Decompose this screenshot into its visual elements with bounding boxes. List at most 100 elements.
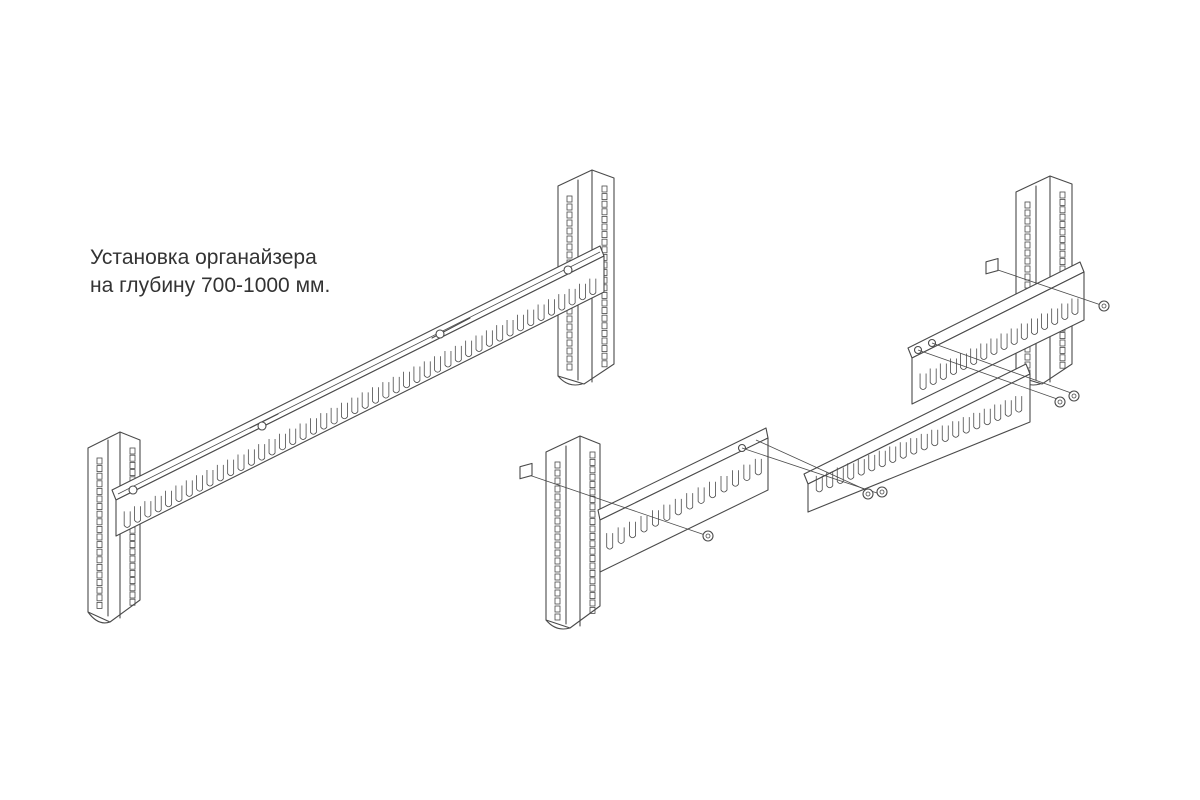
mounting-slot xyxy=(1024,217,1031,225)
cable-finger xyxy=(537,304,545,321)
mounting-slot xyxy=(96,480,103,488)
mounting-slot xyxy=(1059,198,1066,206)
cable-finger xyxy=(516,314,524,332)
mounting-slot xyxy=(1024,353,1031,361)
cable-finger xyxy=(826,471,834,489)
cable-fingers-long-installed xyxy=(123,278,597,528)
cable-finger xyxy=(743,464,751,481)
mounting-slot xyxy=(1024,249,1031,257)
cable-finger xyxy=(444,351,452,368)
cable-finger xyxy=(527,309,535,327)
mounting-slot xyxy=(566,235,573,243)
cable-finger xyxy=(1020,323,1028,340)
mounting-slot xyxy=(1059,191,1066,199)
cage-nut-icon xyxy=(985,258,999,275)
screw-icon xyxy=(862,488,874,500)
mounting-slot xyxy=(1059,354,1066,362)
cable-finger xyxy=(372,387,379,404)
organizer-rail-middle-section xyxy=(803,363,1031,513)
cable-finger xyxy=(330,407,338,425)
organizer-rail-rear-section xyxy=(907,261,1085,405)
mounting-slot xyxy=(1024,241,1031,249)
cable-finger xyxy=(980,343,988,360)
mounting-slot xyxy=(554,597,561,605)
mounting-slot xyxy=(589,510,596,518)
cable-finger xyxy=(663,504,671,521)
mounting-slot xyxy=(589,533,596,540)
mounting-slot xyxy=(601,223,608,231)
mounting-slot xyxy=(566,355,573,363)
cable-finger xyxy=(899,442,907,459)
cable-finger xyxy=(434,356,442,373)
cable-finger xyxy=(920,433,928,451)
cable-finger xyxy=(815,475,823,493)
mounting-slot xyxy=(601,299,608,307)
mounting-slot xyxy=(1059,332,1066,340)
mounting-slot xyxy=(601,208,608,216)
cage-nut-icon xyxy=(519,462,533,480)
mounting-slot xyxy=(129,577,136,584)
cable-finger xyxy=(962,417,970,434)
mounting-slot xyxy=(589,555,596,562)
organizer-rail-front-section xyxy=(597,427,769,573)
mounting-slot xyxy=(554,557,561,565)
cable-finger xyxy=(950,358,957,375)
mounting-slot xyxy=(554,581,561,589)
cable-finger xyxy=(382,382,390,399)
mounting-slot xyxy=(566,211,573,219)
mounting-slot xyxy=(566,315,573,323)
cable-finger xyxy=(629,521,636,539)
mounting-slot xyxy=(566,339,573,347)
mounting-slot xyxy=(96,564,103,571)
mounting-slot xyxy=(96,586,103,594)
mounting-slot xyxy=(601,238,608,246)
mounting-slot xyxy=(601,231,608,239)
cable-finger xyxy=(606,533,614,550)
cable-finger xyxy=(686,493,694,510)
cable-finger xyxy=(548,299,555,316)
mounting-slot xyxy=(96,518,103,526)
mounting-slot xyxy=(589,451,596,459)
mounting-slot xyxy=(554,541,561,549)
rack-post-right-front xyxy=(545,435,601,630)
mounting-slot xyxy=(589,547,596,555)
cable-finger xyxy=(1061,303,1069,320)
cable-finger xyxy=(889,446,897,463)
mounting-slot xyxy=(129,548,136,556)
mounting-slot xyxy=(129,447,136,455)
mounting-slot xyxy=(554,509,561,517)
cable-finger xyxy=(485,330,493,347)
screw-icon xyxy=(1054,396,1066,408)
cable-finger xyxy=(144,501,152,518)
mounting-slot xyxy=(554,485,561,493)
mounting-slot xyxy=(96,510,103,518)
cable-finger xyxy=(247,449,255,466)
cable-finger xyxy=(973,412,981,430)
mounting-slot xyxy=(601,337,608,345)
mounting-slot xyxy=(96,457,103,465)
cable-finger xyxy=(278,433,286,451)
mounting-slot xyxy=(601,345,608,353)
cable-finger xyxy=(216,464,224,482)
mounting-slot xyxy=(589,481,596,489)
mounting-slot xyxy=(589,540,596,548)
cable-fingers-front-section xyxy=(606,458,762,550)
mounting-slot xyxy=(601,322,608,330)
cable-finger xyxy=(299,423,307,440)
mounting-slot xyxy=(1024,225,1031,233)
cable-finger xyxy=(123,511,131,528)
mounting-slot xyxy=(129,591,136,599)
mounting-slot xyxy=(554,469,561,477)
mounting-slot xyxy=(96,533,103,541)
mounting-slot xyxy=(96,556,103,564)
diagram-caption: Установка органайзера на глубину 700-100… xyxy=(90,244,330,300)
mounting-slot xyxy=(1059,339,1066,347)
cable-finger xyxy=(1004,400,1012,417)
mounting-slot xyxy=(554,461,561,469)
cable-finger xyxy=(847,463,855,480)
cable-finger xyxy=(640,516,648,533)
mounting-slot xyxy=(554,525,561,533)
mounting-slot xyxy=(96,541,103,548)
cable-finger xyxy=(1031,318,1038,335)
cable-finger xyxy=(931,429,939,447)
